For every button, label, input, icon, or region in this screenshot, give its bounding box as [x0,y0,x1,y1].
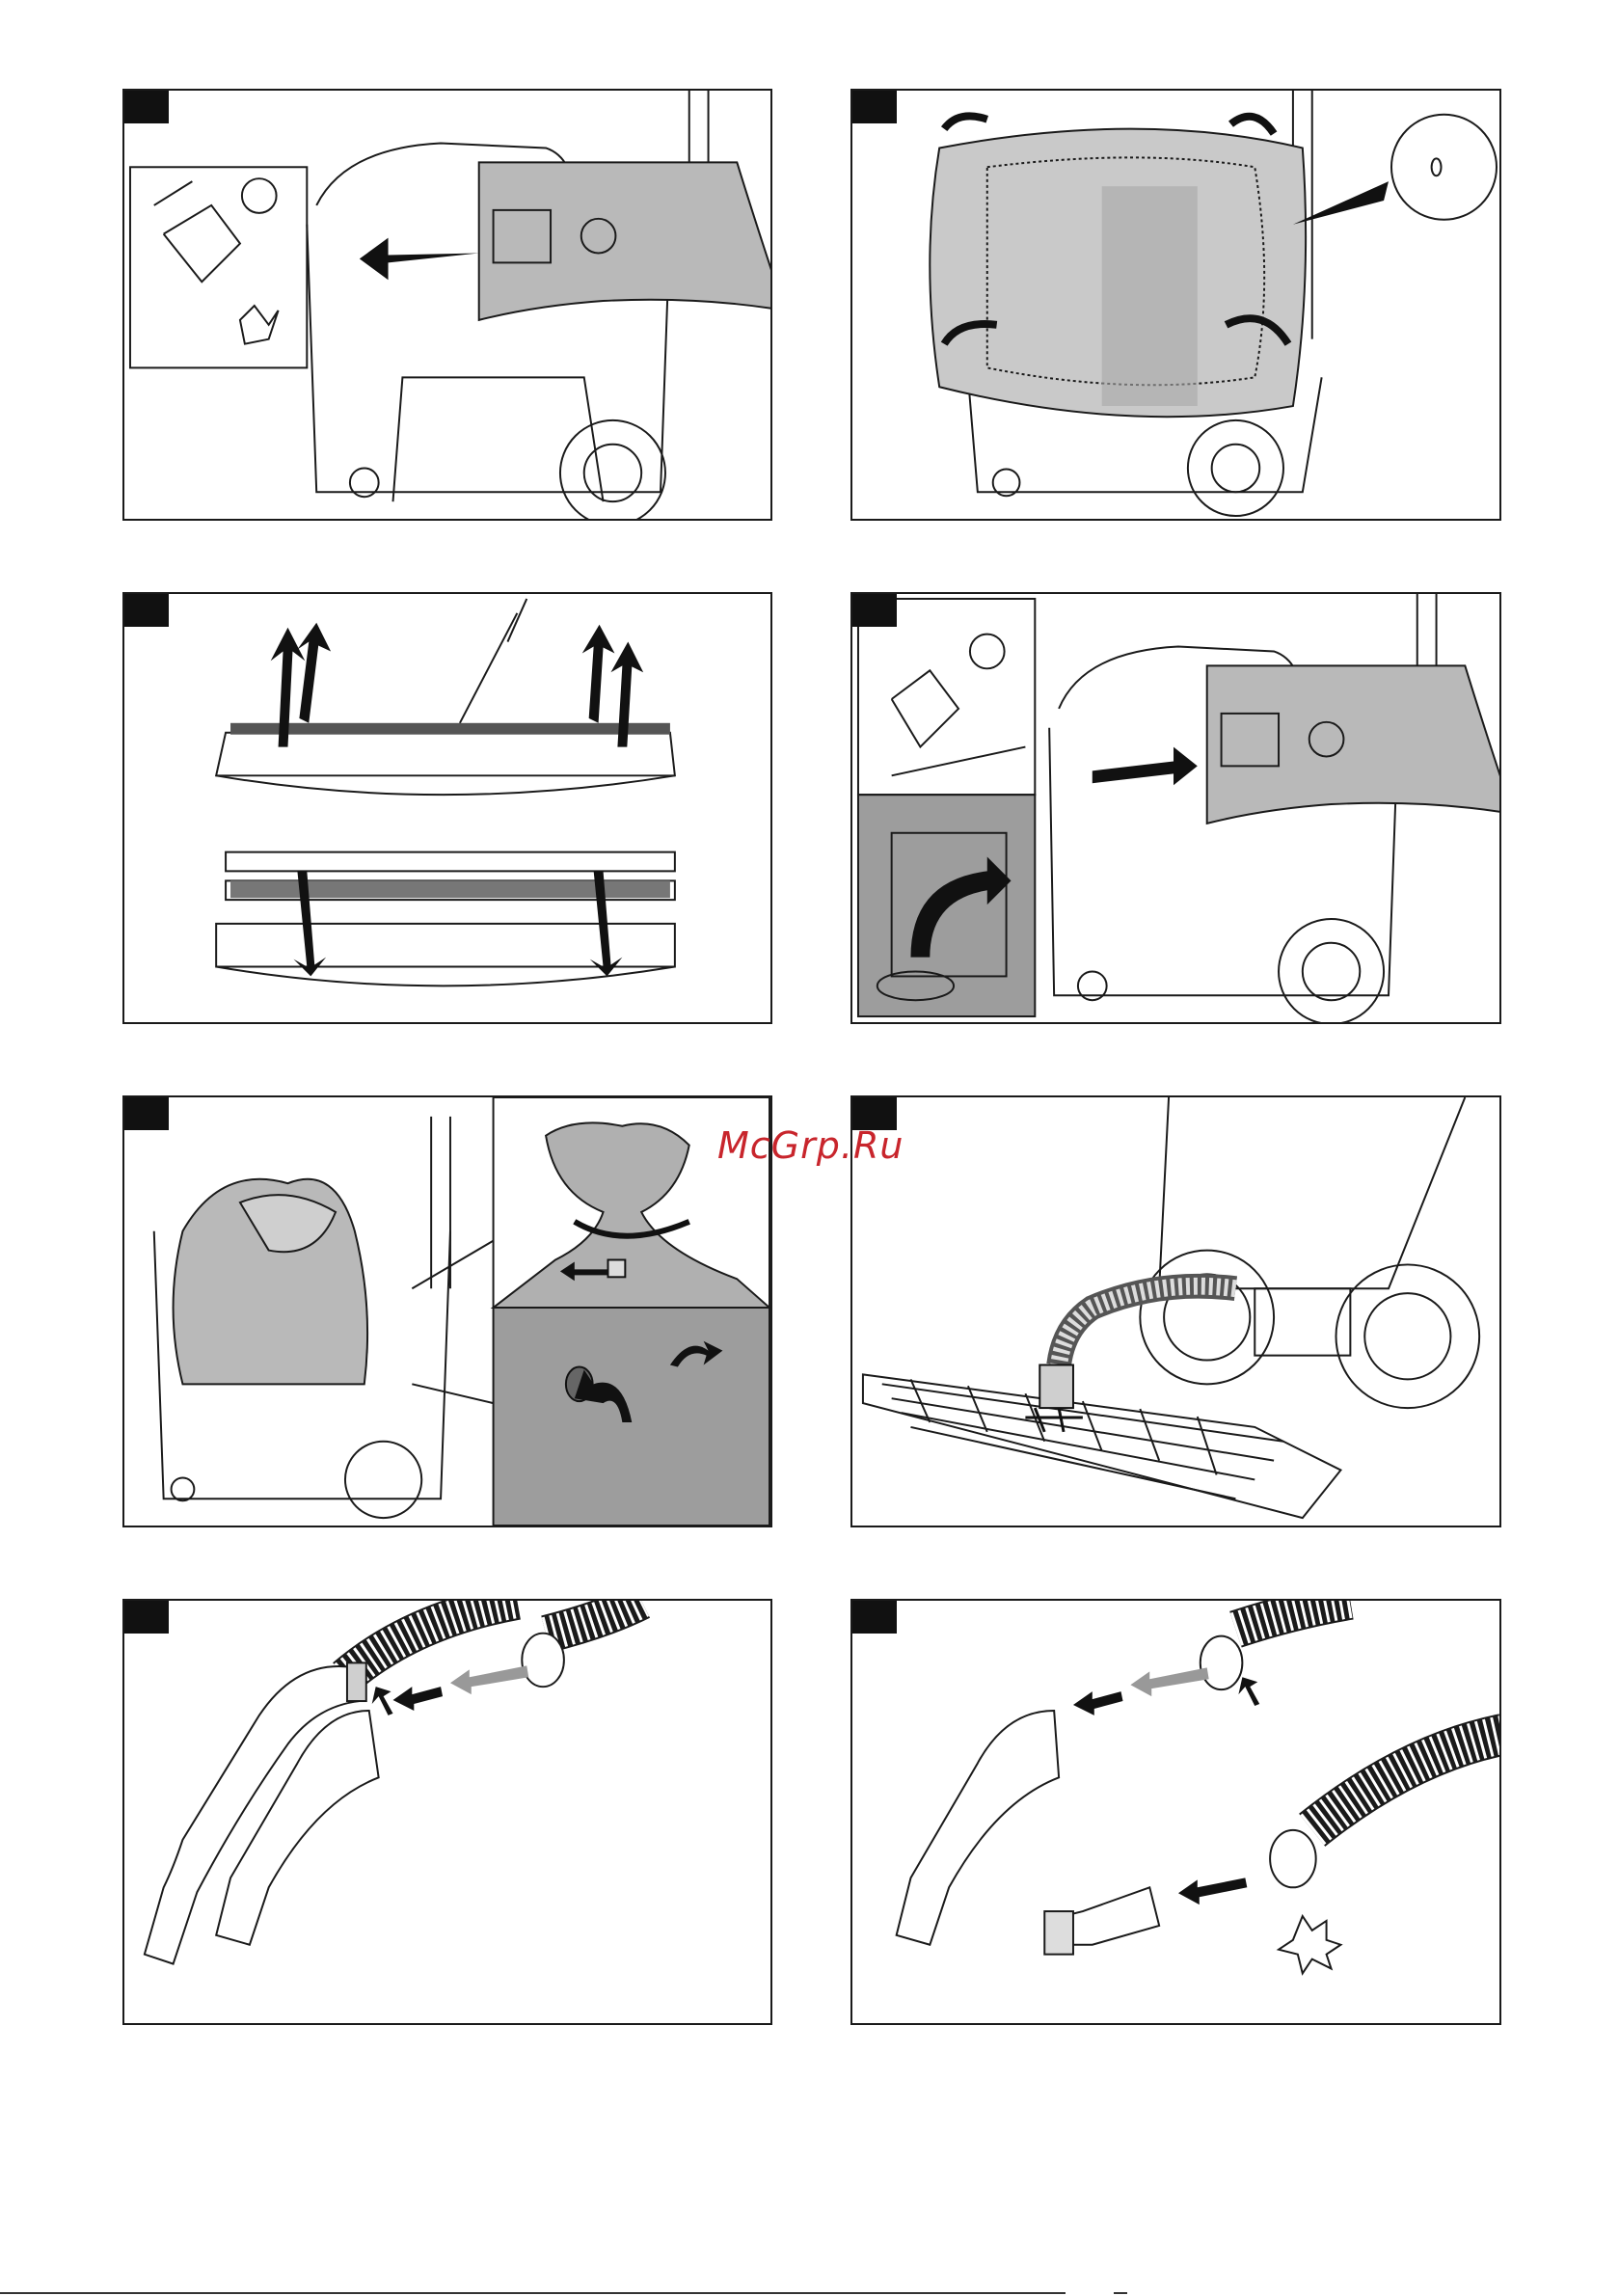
footer-rule [0,2292,1066,2294]
figure-panel-7 [122,1599,772,2025]
bag-insert-illustration [124,91,770,519]
figure-panel-5 [122,1095,772,1527]
nozzle-strip-illustration [124,594,770,1022]
figure-number-tab [124,91,169,123]
figure-panel-6 [850,1095,1501,1527]
figure-panel-3 [122,592,772,1024]
grate-hose-illustration [852,1097,1499,1526]
figure-number-tab [852,594,897,627]
figure-number-tab [124,1097,169,1130]
filter-bag-tie-illustration [124,1097,770,1526]
figure-panel-4 [850,592,1501,1024]
handle-detach-illustration [124,1601,770,2023]
figure-number-tab [124,594,169,627]
footer-dash [1114,2292,1127,2294]
figure-number-tab [852,91,897,123]
bag-remove-illustration [852,594,1499,1022]
figure-panel-2 [850,89,1501,521]
figure-panel-8 [850,1599,1501,2025]
bag-seal-illustration [852,91,1499,519]
figure-panel-1 [122,89,772,521]
figure-number-tab [124,1601,169,1634]
watermark-text: McGrp.Ru [717,1124,904,1167]
adapter-attach-illustration [852,1601,1499,2023]
figure-number-tab [852,1601,897,1634]
